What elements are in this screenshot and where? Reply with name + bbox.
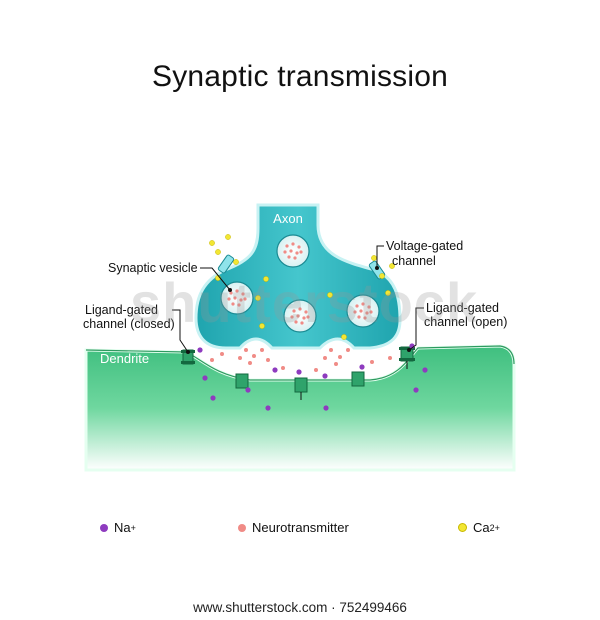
ligand-closed-label-line2: channel (closed) — [83, 317, 175, 331]
voltage-gated-label-line2: channel — [392, 254, 436, 268]
synaptic-vesicle — [276, 234, 310, 268]
synaptic-vesicle — [346, 294, 380, 328]
neurotransmitter-swatch — [238, 523, 246, 532]
ligand-closed-label-line1: Ligand-gated — [85, 303, 158, 317]
synaptic-vesicle — [283, 299, 317, 333]
ligand-open-label-line1: Ligand-gated — [426, 301, 499, 315]
voltage-gated-label-line1: Voltage-gated — [386, 239, 463, 253]
axon-label: Axon — [273, 211, 303, 226]
postsynaptic-membrane — [85, 345, 515, 381]
ligand-open-label-line2: channel (open) — [424, 315, 507, 329]
na-swatch — [100, 523, 108, 532]
legend-neurotransmitter: Neurotransmitter — [238, 520, 349, 535]
legend-na: Na+ — [100, 520, 136, 535]
na-label: Na — [114, 520, 131, 535]
ca-swatch — [458, 523, 467, 532]
synaptic-vesicle-leader — [200, 267, 231, 291]
sodium-ions — [197, 343, 428, 411]
dendrite-shape — [84, 344, 516, 472]
synaptic-vesicle-label: Synaptic vesicle — [108, 261, 198, 275]
ca-label: Ca — [473, 520, 490, 535]
neurotransmitter-particles — [210, 348, 392, 372]
dendrite-label: Dendrite — [100, 351, 149, 366]
footer-credit: www.shutterstock.com · 752499466 — [193, 600, 407, 615]
neurotransmitter-label: Neurotransmitter — [252, 520, 349, 535]
ligand-gated-channel — [235, 371, 365, 393]
diagram-title: Synaptic transmission — [152, 60, 448, 93]
na-charge: + — [130, 522, 136, 533]
ca-charge: 2+ — [489, 522, 500, 533]
voltage-gated-leader — [376, 245, 384, 268]
ligand-open-leader — [408, 307, 424, 351]
watermark: shutterstock — [130, 271, 479, 334]
voltage-gated-channel — [217, 254, 235, 274]
ligand-closed-leader — [172, 309, 189, 353]
